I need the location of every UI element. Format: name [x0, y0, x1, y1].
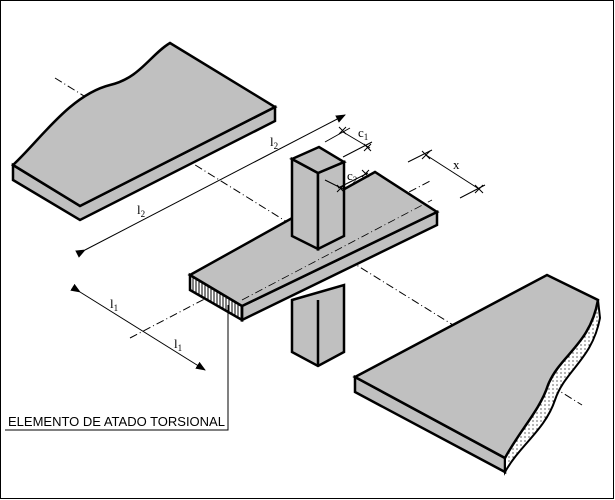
label-c1: c1 [358, 125, 368, 142]
label-l2-upper: l2 [270, 134, 278, 151]
dimension-c1 [324, 126, 373, 158]
dimension-l1 [70, 283, 206, 371]
dimension-c2 [324, 169, 370, 193]
label-c2: c2 [347, 168, 357, 185]
column-upper [289, 145, 347, 252]
label-x: x [453, 157, 460, 172]
label-l1-upper: l1 [110, 296, 118, 313]
dimension-l2 [75, 114, 346, 258]
label-l2-lower: l2 [137, 202, 145, 219]
callout-leader [5, 305, 229, 431]
callout-label: ELEMENTO DE ATADO TORSIONAL [8, 414, 225, 429]
dimension-x [407, 149, 486, 199]
slab-bottom-right [352, 273, 602, 476]
label-l1-lower: l1 [174, 336, 182, 353]
